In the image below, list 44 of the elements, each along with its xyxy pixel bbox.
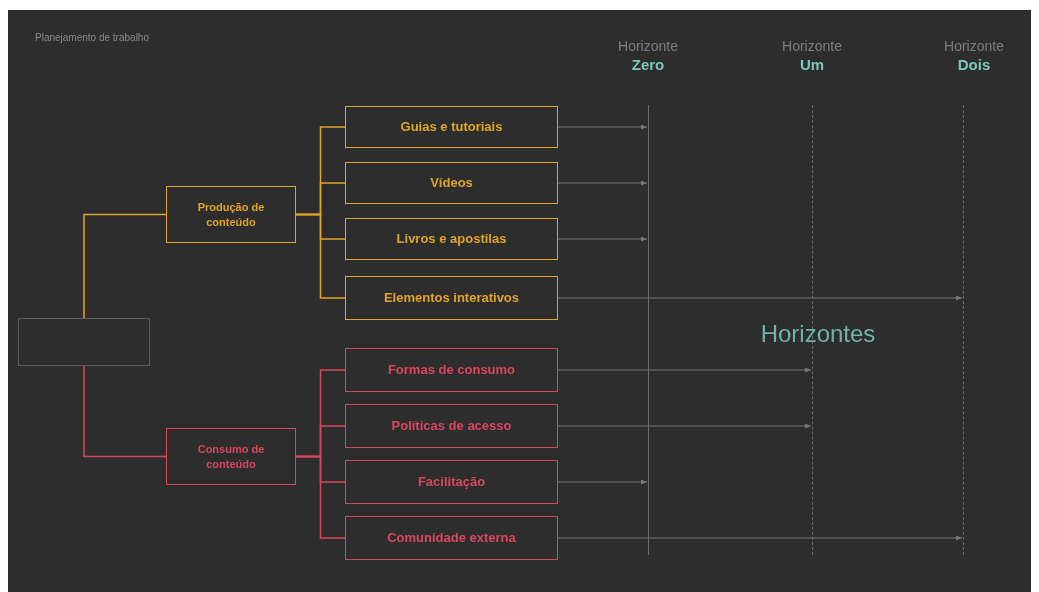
section-heading: Horizontes <box>760 320 876 348</box>
horizon-line <box>963 105 964 555</box>
arrow <box>557 423 812 429</box>
arrow <box>557 180 648 186</box>
category-box <box>345 460 558 504</box>
category-box <box>345 106 558 148</box>
column-heading: Horizonte <box>782 38 842 54</box>
column-heading: Um <box>799 56 825 73</box>
arrow <box>557 236 648 242</box>
category-box <box>345 516 558 560</box>
category-box <box>345 218 558 260</box>
root-box <box>18 318 150 366</box>
column-heading: Dois <box>957 56 991 73</box>
category-box <box>166 186 296 243</box>
category-box <box>345 404 558 448</box>
box-label: Produção de conteúdo <box>196 200 266 229</box>
category-box <box>166 428 296 485</box>
column-heading: Zero <box>631 56 665 73</box>
column-heading: Horizonte <box>618 38 678 54</box>
arrow <box>557 295 963 301</box>
connector-line <box>83 213 167 319</box>
category-box <box>345 276 558 320</box>
box-label: Guias e tutoriais <box>400 118 503 136</box>
connector-line <box>295 455 346 539</box>
box-label: Vídeos <box>430 174 473 192</box>
connector-line <box>295 213 346 299</box>
arrow <box>557 479 648 485</box>
box-label: Políticas de acesso <box>391 417 512 435</box>
arrow <box>557 367 812 373</box>
category-box <box>345 348 558 392</box>
horizon-line <box>812 105 813 555</box>
arrow <box>557 535 963 541</box>
category-box <box>345 162 558 204</box>
horizon-line <box>648 105 649 555</box>
box-label: Comunidade externa <box>387 529 516 547</box>
box-label: Consumo de conteúdo <box>196 442 266 471</box>
box-label: Formas de consumo <box>387 361 516 379</box>
subtitle: Planejamento de trabalho <box>35 32 149 43</box>
column-heading: Horizonte <box>944 38 1004 54</box>
box-label: Facilitação <box>417 473 486 491</box>
connector-line <box>83 365 167 458</box>
box-label: Elementos interativos <box>383 289 520 307</box>
box-label: Livros e apostilas <box>396 230 507 248</box>
arrow <box>557 124 648 130</box>
